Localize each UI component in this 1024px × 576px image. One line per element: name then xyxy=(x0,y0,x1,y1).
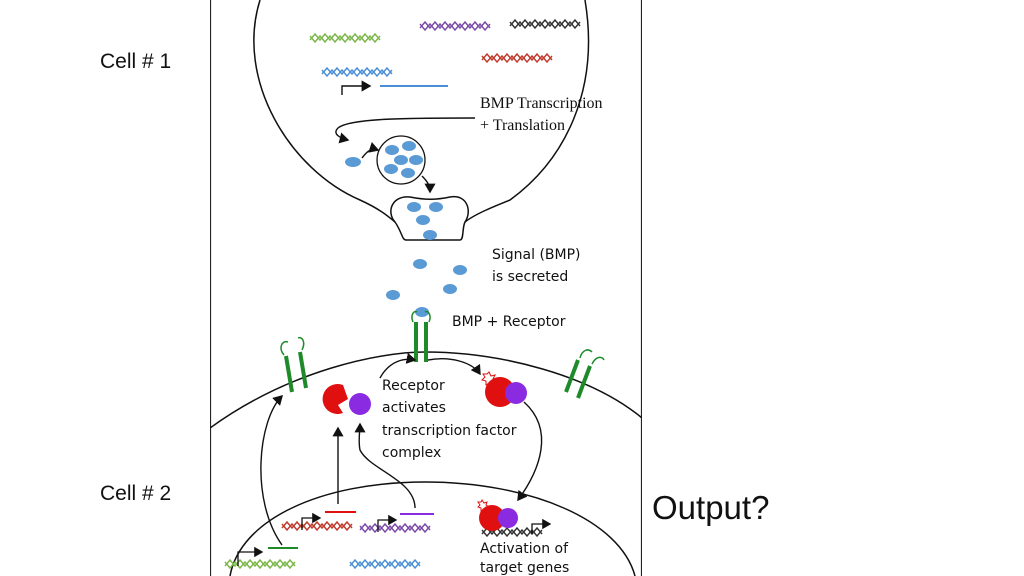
activation-arrow-out xyxy=(427,358,481,376)
receptor-with-bmp xyxy=(414,322,428,362)
bmp-protein-icon xyxy=(345,157,361,167)
cell-2-label: Cell # 2 xyxy=(100,482,172,505)
vesicle-loading-arrow xyxy=(361,142,380,159)
cell-1-label: Cell # 1 xyxy=(100,50,172,73)
receptor-activates-line1: Receptor xyxy=(382,378,445,394)
vesicle-fusion-arrow xyxy=(421,175,436,194)
nuclear-entry-arrow xyxy=(517,401,543,502)
receptor-activates-line4: complex xyxy=(382,445,441,461)
tf-purple-subunit-icon xyxy=(349,393,371,415)
bound-phosphate-star-icon xyxy=(477,499,491,513)
bmp-signaling-diagram: BMP Transcription + Translation Signal (… xyxy=(210,0,642,576)
bmp-receptor-label: BMP + Receptor xyxy=(452,314,566,330)
receptor-promoter-arrow xyxy=(237,546,264,566)
activation-label-line2: target genes xyxy=(480,560,569,576)
cell-2-nucleus xyxy=(229,481,636,576)
activation-label-line1: Activation of xyxy=(480,541,569,557)
signal-label: Signal (BMP) xyxy=(492,247,581,263)
receptor-gene-arrow xyxy=(260,395,283,546)
bound-tf-red-icon xyxy=(479,505,505,531)
unbound-receptor-right xyxy=(564,359,592,399)
tf-purple-promoter-arrow xyxy=(377,514,398,532)
cell-1-membrane xyxy=(253,0,590,241)
secreted-bmp-proteins xyxy=(386,202,467,317)
secreted-label: is secreted xyxy=(492,269,568,285)
receptor-activates-line2: activates xyxy=(382,400,446,416)
phosphate-star-icon xyxy=(481,371,498,388)
vesicle-bmp-proteins xyxy=(384,141,423,178)
receptor-cup-icon xyxy=(411,310,431,323)
tf-red-promoter-arrow xyxy=(301,512,322,530)
target-gene-promoter-arrow xyxy=(531,518,552,534)
unbound-receptor-left xyxy=(284,351,308,393)
bound-tf-purple-icon xyxy=(498,508,518,528)
translation-arrow xyxy=(335,117,476,144)
activation-arrow-in xyxy=(379,352,417,379)
transcription-arrow xyxy=(341,80,372,95)
tf-red-subunit-icon xyxy=(322,384,348,415)
tf-purple-gene-arrow xyxy=(354,422,416,509)
cell-1-dna xyxy=(309,18,581,78)
receptor-left-ligand-site-icon xyxy=(280,336,305,356)
output-question-label: Output? xyxy=(652,489,770,526)
activated-tf-purple-icon xyxy=(505,382,527,404)
receptor-activates-line3: transcription factor xyxy=(382,423,517,439)
secretion-pocket xyxy=(390,196,469,223)
bmp-transcription-label: BMP Transcription xyxy=(480,95,603,112)
translation-label: + Translation xyxy=(480,117,565,134)
receptor-right-ligand-site-icon xyxy=(579,349,605,365)
